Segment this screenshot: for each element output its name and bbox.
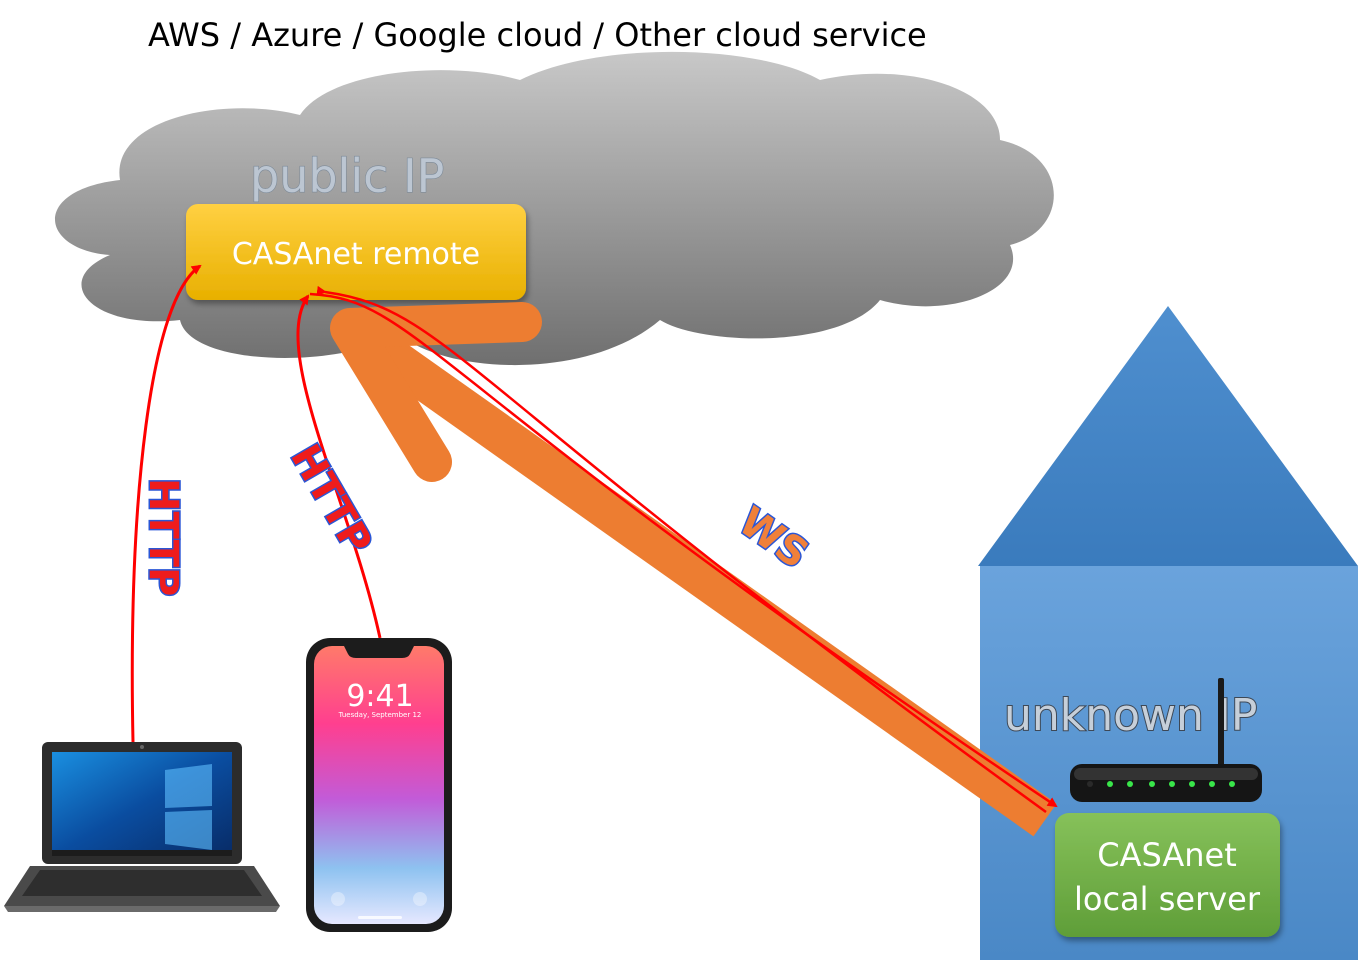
phone-clock: 9:41: [346, 679, 413, 714]
local-server-label-line1: CASAnet: [1097, 836, 1237, 874]
laptop-http-label: HTTP: [140, 478, 186, 596]
local-server-box: [1055, 813, 1280, 937]
phone-date: Tuesday, September 12: [338, 711, 422, 719]
websocket-red-lines: [309, 285, 1058, 814]
phone-http-label: HTTP: [281, 437, 380, 562]
phone-http-line: [296, 294, 382, 639]
cloud-label: public IP: [250, 149, 444, 203]
house-label: unknown IP: [1004, 690, 1257, 741]
diagram-title: AWS / Azure / Google cloud / Other cloud…: [148, 16, 927, 54]
laptop-http-line: [130, 264, 202, 743]
smartphone-icon: 9:41 Tuesday, September 12: [306, 638, 452, 932]
router-icon: [1070, 678, 1262, 802]
websocket-arrow: [330, 302, 1057, 837]
laptop-icon: [4, 742, 280, 912]
remote-server-label: CASAnet remote: [232, 237, 480, 272]
remote-server-box: [186, 204, 526, 300]
local-server-label-line2: local server: [1074, 880, 1261, 918]
websocket-label: WS: [730, 499, 816, 579]
